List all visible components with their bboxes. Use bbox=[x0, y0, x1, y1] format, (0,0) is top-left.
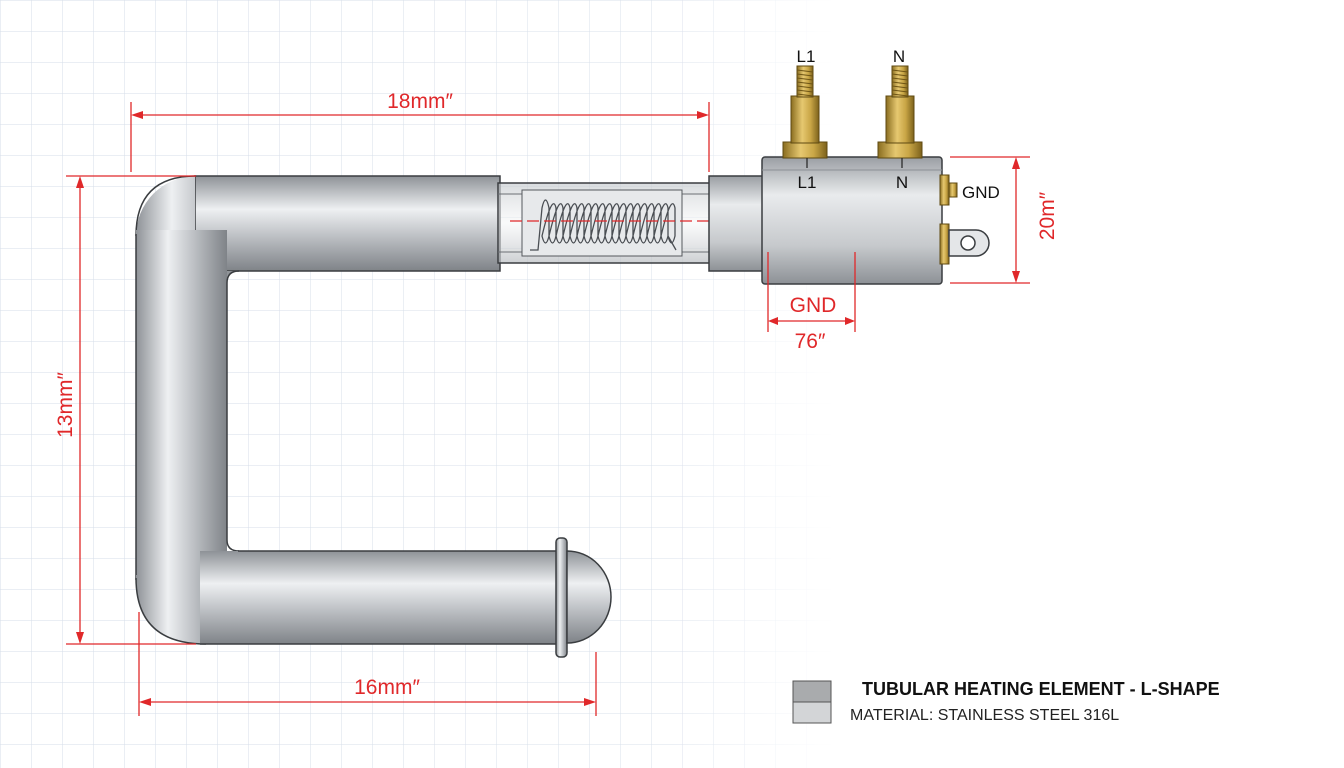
thread-line bbox=[891, 81, 909, 85]
label-body-l1: L1 bbox=[798, 173, 817, 192]
tube-end-flange bbox=[555, 537, 568, 658]
tube-bottom-segment bbox=[200, 551, 560, 644]
label-body-n: N bbox=[896, 173, 908, 192]
dim-right-height: 20m″ bbox=[1036, 191, 1059, 240]
dim-gnd-label: GND bbox=[790, 294, 837, 317]
dim-left-height: 13mm″ bbox=[54, 372, 77, 438]
terminal-box bbox=[761, 156, 943, 285]
label-top-l1: L1 bbox=[797, 47, 816, 66]
thread-line bbox=[891, 85, 909, 89]
dim-gnd-width: 76″ bbox=[795, 330, 826, 353]
cutaway-section bbox=[497, 182, 760, 264]
dim-top-length: 18mm″ bbox=[387, 90, 453, 113]
terminal-assembly bbox=[708, 65, 990, 285]
material-spec: MATERIAL: STAINLESS STEEL 316L bbox=[850, 707, 1119, 724]
ground-lug bbox=[939, 223, 990, 265]
thread-line bbox=[891, 77, 909, 81]
label-gnd-side: GND bbox=[962, 183, 1000, 202]
thread-line bbox=[796, 81, 814, 85]
drawing-title: TUBULAR HEATING ELEMENT - L-SHAPE bbox=[862, 679, 1220, 699]
legend-swatch-dark bbox=[792, 680, 832, 703]
ground-screw bbox=[939, 174, 958, 206]
title-block: TUBULAR HEATING ELEMENT - L-SHAPE MATERI… bbox=[792, 679, 1220, 724]
tube-end-cap bbox=[566, 550, 612, 644]
tube-left-segment bbox=[136, 230, 227, 580]
thread-line bbox=[891, 69, 909, 73]
tube-top-segment bbox=[194, 175, 501, 272]
legend-swatch-light bbox=[792, 701, 832, 724]
dimension-lines bbox=[66, 102, 1030, 716]
thread-line bbox=[891, 73, 909, 77]
thread-line bbox=[796, 69, 814, 73]
terminal-labels: L1 N L1 N GND bbox=[797, 47, 1000, 202]
terminal-pin-n bbox=[877, 65, 923, 159]
thread-line bbox=[796, 73, 814, 77]
dim-bottom-length: 16mm″ bbox=[354, 676, 420, 699]
thread-line bbox=[796, 93, 814, 97]
dimension-arrows bbox=[76, 111, 1020, 706]
thread-line bbox=[796, 85, 814, 89]
thread-line bbox=[796, 89, 814, 93]
heating-tube bbox=[135, 175, 612, 658]
collar bbox=[708, 175, 764, 272]
heating-coil bbox=[530, 199, 677, 251]
label-top-n: N bbox=[893, 47, 905, 66]
dimension-labels: 18mm″ 13mm″ 16mm″ 20m″ GND 76″ bbox=[54, 90, 1059, 699]
terminal-pin-l1 bbox=[782, 65, 828, 159]
thread-line bbox=[891, 93, 909, 97]
thread-line bbox=[891, 89, 909, 93]
coil-wire bbox=[530, 199, 677, 251]
thread-line bbox=[796, 77, 814, 81]
